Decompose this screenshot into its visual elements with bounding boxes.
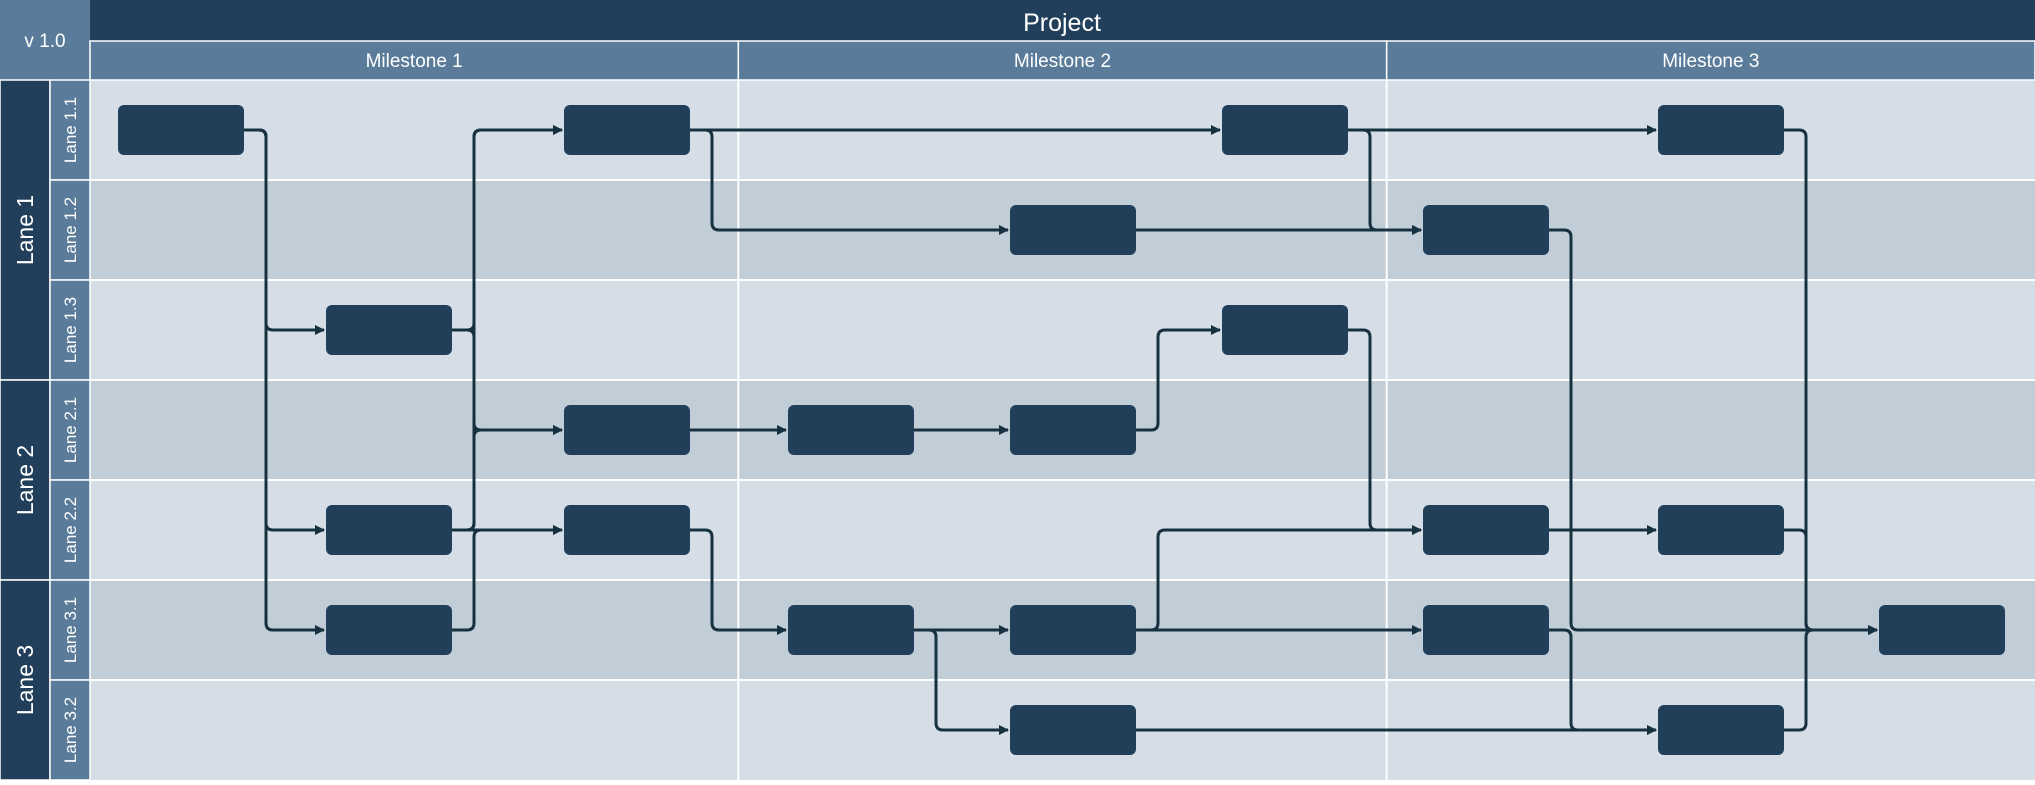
task-box-t14[interactable] bbox=[1222, 105, 1348, 155]
lane-label-lane-2-2: Lane 2.2 bbox=[61, 497, 80, 563]
task-box-t17[interactable] bbox=[1423, 505, 1549, 555]
task-box-t5[interactable] bbox=[564, 105, 690, 155]
lane-header-lane-1-2 bbox=[49, 179, 91, 281]
version-label: v 1.0 bbox=[24, 31, 65, 52]
task-box-t11[interactable] bbox=[1010, 405, 1136, 455]
task-box-t21[interactable] bbox=[1658, 705, 1784, 755]
group-label-lane-2: Lane 2 bbox=[12, 445, 38, 515]
milestone-label-1: Milestone 1 bbox=[366, 51, 463, 72]
connector-t9-t13 bbox=[914, 628, 1009, 735]
connector-t21-t22 bbox=[1784, 625, 1878, 732]
connector-t7-t9 bbox=[690, 528, 787, 635]
task-box-t8[interactable] bbox=[788, 405, 914, 455]
lane-header-lane-3-1 bbox=[49, 579, 91, 681]
group-header-lane-1 bbox=[0, 79, 51, 381]
task-box-t1[interactable] bbox=[118, 105, 244, 155]
connector-t5-t10 bbox=[690, 128, 1009, 235]
connector-t11-t15 bbox=[1136, 325, 1221, 432]
task-box-t4[interactable] bbox=[326, 605, 452, 655]
task-box-t18[interactable] bbox=[1423, 605, 1549, 655]
group-header-lane-3 bbox=[0, 579, 51, 781]
task-box-t19[interactable] bbox=[1658, 105, 1784, 155]
task-box-t16[interactable] bbox=[1423, 205, 1549, 255]
connector-t15-t17 bbox=[1348, 328, 1422, 535]
milestone-label-3: Milestone 3 bbox=[1662, 51, 1759, 72]
lane-label-lane-1-2: Lane 1.2 bbox=[61, 197, 80, 263]
lane-header-lane-2-2 bbox=[49, 479, 91, 581]
task-box-t12[interactable] bbox=[1010, 605, 1136, 655]
group-label-lane-3: Lane 3 bbox=[12, 645, 38, 715]
group-label-lane-1: Lane 1 bbox=[12, 195, 38, 265]
milestone-header-1 bbox=[89, 40, 740, 81]
task-box-t6[interactable] bbox=[564, 405, 690, 455]
task-box-t3[interactable] bbox=[326, 505, 452, 555]
task-box-t15[interactable] bbox=[1222, 305, 1348, 355]
project-header bbox=[90, 0, 2035, 41]
lane-label-lane-1-3: Lane 1.3 bbox=[61, 297, 80, 363]
lane-label-lane-3-2: Lane 3.2 bbox=[61, 697, 80, 763]
version-cell bbox=[0, 0, 90, 80]
milestone-header-2 bbox=[737, 40, 1388, 81]
milestone-label-2: Milestone 2 bbox=[1014, 51, 1111, 72]
lane-label-lane-2-1: Lane 2.1 bbox=[61, 397, 80, 463]
lane-label-lane-3-1: Lane 3.1 bbox=[61, 597, 80, 663]
task-box-t22[interactable] bbox=[1879, 605, 2005, 655]
lane-label-lane-1-1: Lane 1.1 bbox=[61, 97, 80, 163]
task-box-t20[interactable] bbox=[1658, 505, 1784, 555]
task-box-t7[interactable] bbox=[564, 505, 690, 555]
connector-t16-t22 bbox=[1549, 228, 1878, 635]
task-box-t9[interactable] bbox=[788, 605, 914, 655]
task-box-t13[interactable] bbox=[1010, 705, 1136, 755]
lane-header-lane-2-1 bbox=[49, 379, 91, 481]
project-title: Project bbox=[1023, 9, 1101, 37]
milestone-header-3 bbox=[1385, 40, 2035, 81]
connector-t1-t4 bbox=[244, 128, 325, 635]
task-box-t2[interactable] bbox=[326, 305, 452, 355]
task-box-t10[interactable] bbox=[1010, 205, 1136, 255]
lane-header-lane-3-2 bbox=[49, 679, 91, 781]
